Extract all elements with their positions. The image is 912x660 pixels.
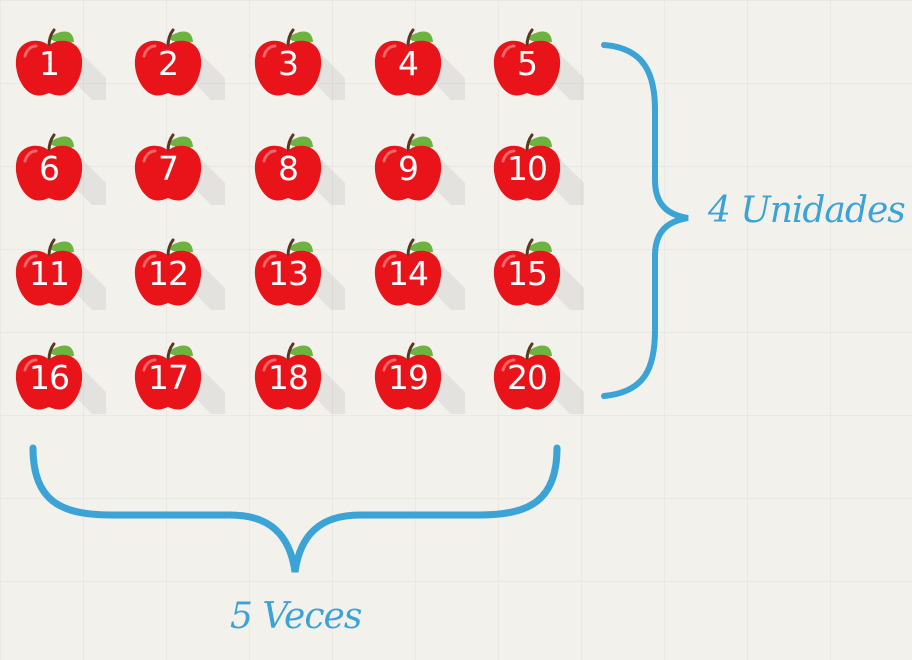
apple-icon xyxy=(15,28,106,100)
apple-icon xyxy=(134,28,225,100)
apple-item: 11 xyxy=(14,226,106,310)
rows-count-label: 4 Unidades xyxy=(708,190,906,231)
apple-number: 3 xyxy=(278,44,299,83)
apple-item: 17 xyxy=(133,330,225,414)
apple-icon xyxy=(15,342,106,414)
apple-icon xyxy=(493,238,584,310)
apple-icon xyxy=(15,238,106,310)
apple-icon xyxy=(15,133,106,205)
apple-item: 19 xyxy=(373,330,465,414)
apple-item: 1 xyxy=(14,16,106,100)
apple-number: 2 xyxy=(158,44,179,83)
apple-number: 18 xyxy=(268,358,309,397)
apple-item: 12 xyxy=(133,226,225,310)
apple-item: 14 xyxy=(373,226,465,310)
apple-item: 4 xyxy=(373,16,465,100)
apple-number: 11 xyxy=(29,254,70,293)
apple-item: 13 xyxy=(253,226,345,310)
apple-icon xyxy=(254,342,345,414)
apple-item: 2 xyxy=(133,16,225,100)
apple-item: 6 xyxy=(14,121,106,205)
apple-icon xyxy=(493,28,584,100)
apple-number: 12 xyxy=(148,254,189,293)
apple-number: 4 xyxy=(398,44,419,83)
apple-icon xyxy=(493,133,584,205)
apple-icon xyxy=(374,342,465,414)
apple-item: 3 xyxy=(253,16,345,100)
apple-icon xyxy=(254,28,345,100)
apple-item: 7 xyxy=(133,121,225,205)
apple-number: 16 xyxy=(29,358,70,397)
apple-item: 16 xyxy=(14,330,106,414)
apple-number: 20 xyxy=(507,358,548,397)
apple-icon xyxy=(254,238,345,310)
apple-number: 7 xyxy=(158,149,179,188)
apple-icon xyxy=(134,342,225,414)
apple-number: 9 xyxy=(398,149,419,188)
columns-count-label: 5 Veces xyxy=(230,596,362,637)
apple-item: 9 xyxy=(373,121,465,205)
apple-icon xyxy=(254,133,345,205)
apple-number: 15 xyxy=(507,254,548,293)
apple-number: 10 xyxy=(507,149,548,188)
apple-item: 18 xyxy=(253,330,345,414)
apple-number: 8 xyxy=(278,149,299,188)
apple-icon xyxy=(374,28,465,100)
apple-icon xyxy=(134,238,225,310)
apple-number: 13 xyxy=(268,254,309,293)
apple-icon xyxy=(493,342,584,414)
apple-number: 19 xyxy=(388,358,429,397)
apple-icon xyxy=(134,133,225,205)
apple-icon xyxy=(374,238,465,310)
apple-number: 1 xyxy=(39,44,60,83)
apple-number: 14 xyxy=(388,254,429,293)
apple-number: 5 xyxy=(517,44,538,83)
apple-item: 5 xyxy=(492,16,584,100)
apple-item: 10 xyxy=(492,121,584,205)
apple-item: 15 xyxy=(492,226,584,310)
apple-item: 8 xyxy=(253,121,345,205)
apple-number: 17 xyxy=(148,358,189,397)
apple-number: 6 xyxy=(39,149,60,188)
apple-icon xyxy=(374,133,465,205)
apple-item: 20 xyxy=(492,330,584,414)
